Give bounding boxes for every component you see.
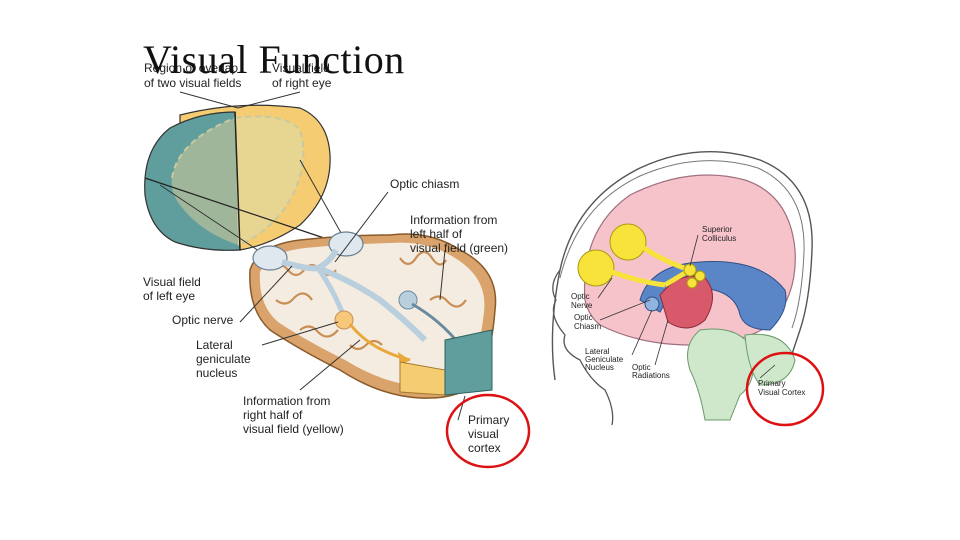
label-optic-radiations-1: Optic (632, 363, 651, 372)
eye-sphere-top (609, 223, 647, 261)
label-optic-chiasm-right-1: Optic (574, 313, 593, 322)
label-info-left-1: Information from (410, 213, 497, 227)
label-lgn-right-3: Nucleus (585, 363, 614, 372)
label-primary-visual-cortex-right-1: Primary (758, 379, 786, 388)
label-region-overlap-1: Region of overlap (144, 61, 238, 75)
label-visual-field-right-2: of right eye (272, 76, 332, 90)
label-info-right-1: Information from (243, 394, 330, 408)
label-optic-chiasm-right-2: Chiasm (574, 322, 601, 331)
midbrain (659, 275, 713, 329)
page-title: Visual Function (143, 37, 405, 82)
label-info-right-3: visual field (yellow) (243, 422, 344, 436)
label-visual-field-left-1: Visual field (143, 275, 201, 289)
right-eyeball (328, 231, 364, 257)
left-eyeball (252, 245, 288, 271)
label-lgn-right-1: Lateral (585, 347, 610, 356)
label-superior-colliculus-2: Colliculus (702, 234, 736, 243)
label-optic-radiations-2: Radiations (632, 371, 670, 380)
label-lgn-1: Lateral (196, 338, 233, 352)
superior-colliculus (683, 263, 697, 277)
label-primary-cortex-1: Primary (468, 413, 509, 427)
label-primary-visual-cortex-right-2: Visual Cortex (758, 388, 805, 397)
label-lgn-3: nucleus (196, 366, 237, 380)
head-outline (551, 150, 813, 381)
label-region-overlap-2: of two visual fields (144, 76, 241, 90)
label-visual-field-left-2: of left eye (143, 289, 195, 303)
lgn-left (334, 310, 354, 330)
label-info-left-3: visual field (green) (410, 241, 508, 255)
label-optic-nerve: Optic nerve (172, 313, 234, 327)
brainstem (687, 328, 754, 421)
green-cortex-block (444, 329, 493, 396)
label-superior-colliculus-1: Superior (702, 225, 733, 234)
label-lgn-right-2: Geniculate (585, 355, 624, 364)
left-visual-pathway-diagram: Region of overlap of two visual fields V… (143, 61, 531, 469)
label-optic-nerve-right-2: Nerve (571, 301, 593, 310)
label-optic-chiasm: Optic chiasm (390, 177, 459, 191)
highlight-circle-right (745, 351, 825, 427)
highlight-circle-left (445, 393, 531, 469)
label-visual-field-right-1: Visual field (272, 61, 330, 75)
label-lgn-2: geniculate (196, 352, 251, 366)
label-info-right-2: right half of (243, 408, 303, 422)
label-primary-cortex-2: visual (468, 427, 499, 441)
label-optic-nerve-right-1: Optic (571, 292, 590, 301)
overlap-region (171, 118, 238, 245)
eye-sphere-bottom (577, 249, 615, 287)
label-primary-cortex-3: cortex (468, 441, 501, 455)
label-info-left-2: left half of (410, 227, 463, 241)
cerebellum (744, 333, 796, 386)
right-brain-sagittal-diagram: Superior Colliculus Optic Nerve Optic Ch… (551, 150, 825, 427)
